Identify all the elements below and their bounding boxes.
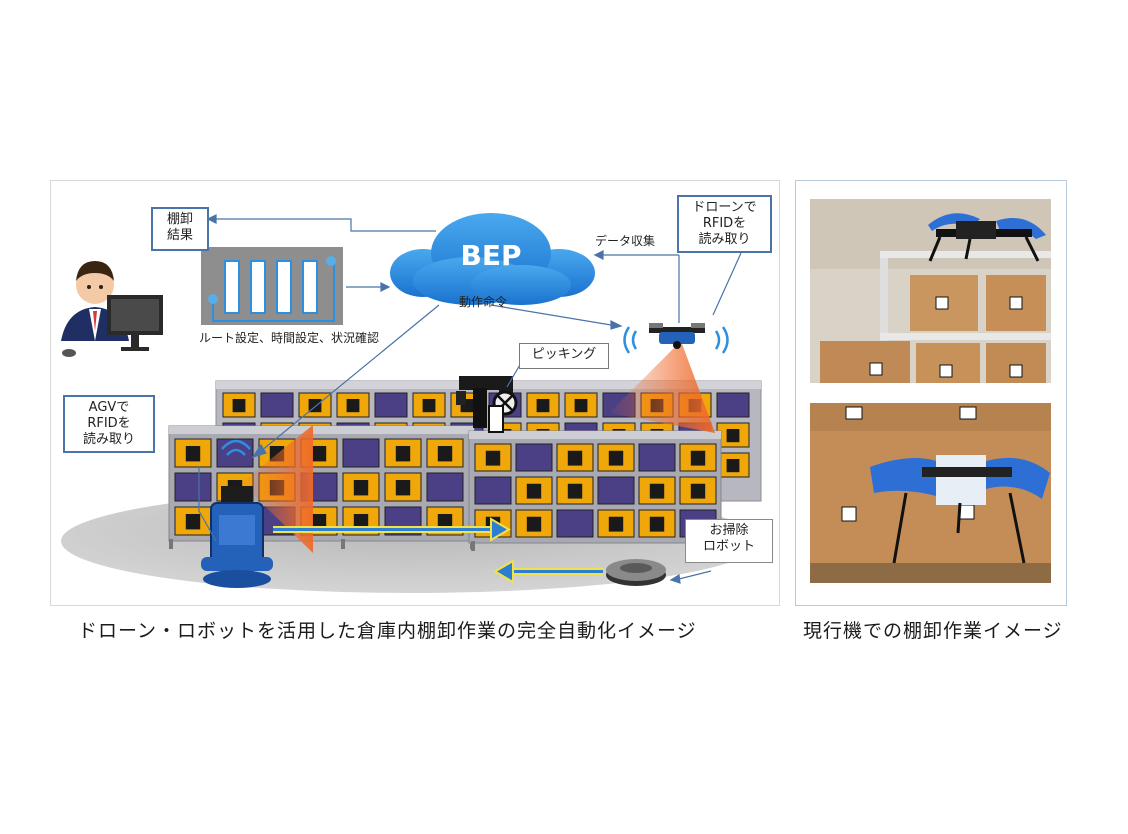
- shelf-bin: [556, 509, 594, 538]
- shelf-bin: [474, 476, 512, 505]
- shelf-bin: [374, 392, 408, 418]
- inventory-result-callout: 棚卸 結果: [151, 207, 209, 251]
- photo-caption: 現行機での棚卸作業イメージ: [803, 620, 1063, 642]
- stock-item-silhouette: [567, 450, 583, 466]
- stock-item-silhouette: [311, 514, 327, 530]
- shelf-bin: [260, 392, 294, 418]
- stock-item-silhouette: [395, 480, 411, 496]
- bep-cloud: BEP: [390, 213, 595, 305]
- stock-item-silhouette: [526, 483, 542, 499]
- agv-rfid-callout: AGVで RFIDを 読み取り: [63, 395, 155, 453]
- stock-item-silhouette: [567, 483, 583, 499]
- stock-item-silhouette: [395, 446, 411, 462]
- shelf-bin: [515, 476, 553, 505]
- stock-item-silhouette: [649, 516, 665, 532]
- shelf-bin: [216, 438, 254, 468]
- shelf-bin: [597, 476, 635, 505]
- stock-item-silhouette: [536, 399, 550, 413]
- operation-command-label: 動作命令: [459, 294, 507, 309]
- shelf-bin: [716, 392, 750, 418]
- shelf-bin: [342, 472, 380, 502]
- shelf-bin: [342, 438, 380, 468]
- drone-rfid-line3: 読み取り: [698, 232, 751, 247]
- stock-item-silhouette: [353, 514, 369, 530]
- stock-item-silhouette: [311, 446, 327, 462]
- agv-scan-beam: [241, 425, 313, 553]
- drone-rfid-line2: RFIDを: [702, 216, 747, 231]
- flow-lines: [198, 214, 742, 584]
- stock-item-silhouette: [608, 450, 624, 466]
- stock-item-silhouette: [649, 483, 665, 499]
- agv-robot: [201, 439, 273, 588]
- shelf-bin: [638, 476, 676, 505]
- stock-item-silhouette: [437, 514, 453, 530]
- diagram-caption: ドローン・ロボットを活用した倉庫内棚卸作業の完全自動化イメージ: [78, 620, 697, 642]
- drone-rfid-callout: ドローンで RFIDを 読み取り: [677, 195, 772, 253]
- control-board: [201, 247, 343, 325]
- drone-scan-beam: [609, 341, 715, 433]
- stock-item-silhouette: [526, 516, 542, 532]
- inventory-result-line2: 結果: [166, 228, 193, 243]
- drone-icon: [623, 323, 729, 354]
- stock-item-silhouette: [422, 399, 436, 413]
- stock-item-silhouette: [185, 514, 201, 530]
- stock-item-silhouette: [437, 446, 453, 462]
- stock-item-silhouette: [690, 483, 706, 499]
- route-caption: ルート設定、時間設定、状況確認: [199, 330, 379, 345]
- cleaning-robot-icon: [606, 559, 666, 586]
- cleaning-robot-line2: ロボット: [702, 539, 755, 554]
- stock-item-silhouette: [232, 399, 246, 413]
- stock-item-silhouette: [353, 480, 369, 496]
- data-collection-label: データ収集: [595, 233, 655, 248]
- agv-rfid-line2: RFIDを: [87, 416, 131, 431]
- drone-shelf-photo-top: [810, 199, 1051, 383]
- stock-item-silhouette: [608, 516, 624, 532]
- current-drone-photos: [795, 180, 1067, 606]
- stock-item-silhouette: [346, 399, 360, 413]
- bep-label: BEP: [461, 239, 522, 272]
- stock-item-silhouette: [726, 459, 740, 473]
- shelf-bin: [174, 472, 212, 502]
- shelf-front-right: [468, 430, 722, 551]
- cleaning-robot-line1: お掃除: [709, 523, 749, 538]
- agv-rfid-line1: AGVで: [88, 400, 130, 415]
- stock-item-silhouette: [574, 399, 588, 413]
- route-arrow-right: [273, 517, 511, 542]
- picking-callout: ピッキング: [519, 343, 609, 369]
- operator-at-pc: [61, 261, 163, 357]
- agv-rfid-line3: 読み取り: [82, 432, 135, 447]
- diagram-canvas: BEP: [61, 213, 762, 593]
- warehouse-automation-diagram: BEP: [50, 180, 780, 606]
- shelf-bin: [638, 443, 676, 472]
- stock-item-silhouette: [485, 450, 501, 466]
- stock-item-silhouette: [726, 429, 740, 443]
- route-arrow-left: [493, 559, 603, 584]
- shelf-bin: [515, 443, 553, 472]
- inventory-result-line1: 棚卸: [166, 212, 193, 227]
- stock-item-silhouette: [690, 450, 706, 466]
- drone-shelf-photo-bottom: [810, 403, 1051, 583]
- stock-item-silhouette: [185, 446, 201, 462]
- picking-label: ピッキング: [531, 347, 597, 362]
- shelf-bin: [426, 472, 464, 502]
- cleaning-robot-callout: お掃除 ロボット: [685, 519, 773, 563]
- drone-rfid-line1: ドローンで: [692, 200, 757, 215]
